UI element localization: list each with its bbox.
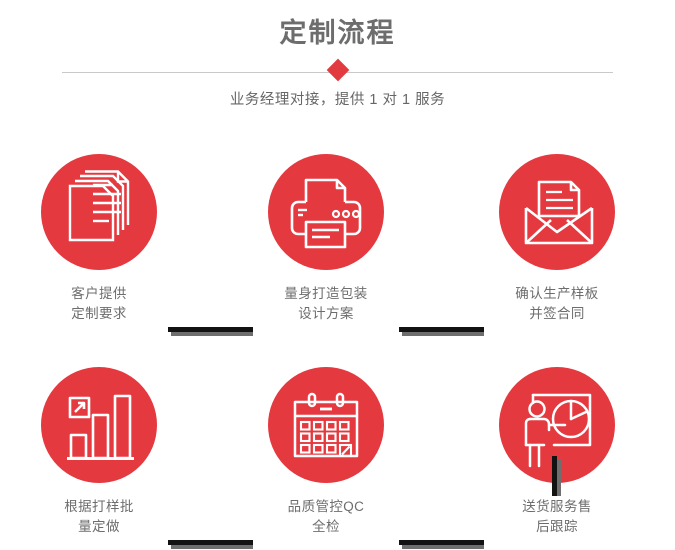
process-flow: 客户提供 定制要求 [0, 120, 675, 550]
flow-step-3[interactable]: 确认生产样板 并签合同 [442, 154, 672, 324]
flow-step-4[interactable]: 根据打样批 量定做 [0, 367, 214, 537]
connector-4-5 [168, 540, 253, 549]
connector-3-6 [552, 456, 561, 496]
connector-bar [552, 456, 557, 496]
page-header: 定制流程 业务经理对接，提供 1 对 1 服务 [0, 0, 675, 120]
documents-stack-icon [68, 170, 130, 242]
bar-chart-growth-icon [67, 394, 134, 460]
flow-step-5[interactable]: 品质管控QC 全检 [211, 367, 441, 537]
connector-5-6 [399, 540, 484, 549]
connector-shadow [557, 459, 561, 496]
connector-bar [399, 540, 484, 545]
calendar-icon [293, 392, 359, 458]
flow-step-2[interactable]: 量身打造包装 设计方案 [211, 154, 441, 324]
flow-step-2-circle [268, 154, 384, 270]
flow-step-4-caption: 根据打样批 量定做 [64, 499, 134, 534]
connector-shadow [402, 545, 484, 549]
connector-shadow [171, 332, 253, 336]
flow-step-6-caption: 送货服务售 后跟踪 [522, 499, 592, 534]
connector-2-3 [399, 327, 484, 336]
connector-1-2 [168, 327, 253, 336]
flow-step-5-circle [268, 367, 384, 483]
flow-step-5-caption: 品质管控QC 全检 [287, 499, 365, 534]
connector-bar [399, 327, 484, 332]
connector-bar [168, 327, 253, 332]
flow-step-6[interactable]: 送货服务售 后跟踪 [442, 367, 672, 537]
printer-icon [290, 178, 362, 249]
flow-step-1[interactable]: 客户提供 定制要求 [0, 154, 214, 324]
flow-step-3-caption: 确认生产样板 并签合同 [515, 286, 599, 321]
presentation-icon [524, 393, 592, 468]
flow-step-1-circle [41, 154, 157, 270]
connector-shadow [402, 332, 484, 336]
connector-bar [168, 540, 253, 545]
diamond-accent-icon [326, 58, 350, 82]
page-subtitle: 业务经理对接，提供 1 对 1 服务 [229, 92, 446, 108]
open-envelope-icon [524, 180, 594, 245]
flow-step-4-circle [41, 367, 157, 483]
connector-shadow [171, 545, 253, 549]
flow-step-1-caption: 客户提供 定制要求 [71, 286, 127, 321]
flow-step-3-circle [499, 154, 615, 270]
page-title: 定制流程 [279, 18, 396, 48]
flow-step-2-caption: 量身打造包装 设计方案 [284, 286, 368, 321]
